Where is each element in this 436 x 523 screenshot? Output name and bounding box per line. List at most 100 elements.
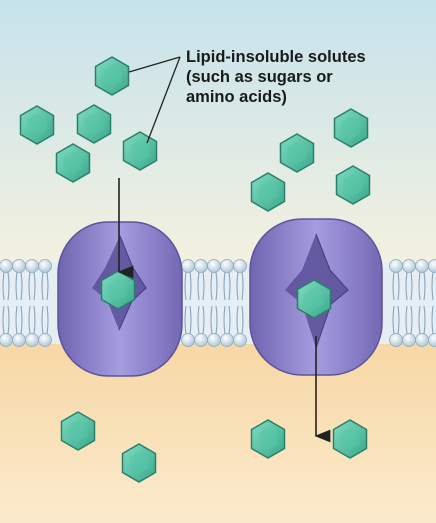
lipid-head (220, 259, 234, 273)
solute-molecule-face (63, 152, 83, 174)
lipid-head (428, 259, 436, 273)
lipid-head (233, 333, 247, 347)
lipid-tail (210, 271, 213, 301)
lipid-head (428, 333, 436, 347)
lipid-tail (215, 271, 218, 301)
solute-molecule-face (258, 181, 278, 203)
solute-molecule-face (287, 142, 307, 164)
lipid-head (415, 259, 429, 273)
lipid-tail (241, 305, 244, 335)
lipid-tail (392, 305, 395, 335)
lipid-head (402, 259, 416, 273)
lipid-tail (46, 305, 49, 335)
lipid-tail (392, 271, 395, 301)
lipid-tail (28, 305, 31, 335)
lipid-tail (2, 271, 5, 301)
lipid-tail (431, 305, 434, 335)
lipid-tail (410, 271, 413, 301)
lipid-tail (15, 305, 18, 335)
lipid-tail (2, 305, 5, 335)
lipid-tail (228, 305, 231, 335)
lipid-head (389, 333, 403, 347)
lipid-tail (28, 271, 31, 301)
lipid-tail (397, 271, 400, 301)
lipid-tail (210, 305, 213, 335)
lipid-tail (202, 271, 205, 301)
lipid-tail (423, 271, 426, 301)
lipid-tail (397, 305, 400, 335)
solute-molecule-face (84, 113, 104, 135)
lipid-tail (41, 271, 44, 301)
lipid-head (233, 259, 247, 273)
label-line-3: amino acids) (186, 88, 287, 106)
lipid-tail (405, 271, 408, 301)
lipid-tail (184, 271, 187, 301)
solute-molecule-face (340, 428, 360, 450)
lipid-tail (20, 305, 23, 335)
lipid-tail (189, 305, 192, 335)
lipid-heads (0, 259, 436, 347)
lipid-tail (431, 271, 434, 301)
solute-molecule-face (258, 428, 278, 450)
lipid-tail (423, 305, 426, 335)
lipid-tail (418, 305, 421, 335)
leader-line-2 (146, 56, 181, 144)
solute-molecule-face (68, 420, 88, 442)
solute-molecule-face (102, 65, 122, 87)
lipid-head (389, 259, 403, 273)
solute-molecule-face (341, 117, 361, 139)
lipid-tail (33, 305, 36, 335)
lipid-tail (7, 271, 10, 301)
label-line-2: (such as sugars or (186, 68, 333, 86)
lipid-tail (197, 305, 200, 335)
lipid-head (194, 333, 208, 347)
solute-molecule-face (304, 288, 324, 310)
lipid-tail (197, 271, 200, 301)
lipid-head (181, 333, 195, 347)
lipid-tail (20, 271, 23, 301)
solute-molecule-face (129, 452, 149, 474)
lipid-tail (189, 271, 192, 301)
lipid-head (38, 333, 52, 347)
solute-molecule-face (130, 140, 150, 162)
lipid-tail (241, 271, 244, 301)
lipid-tail (236, 271, 239, 301)
lipid-tail (223, 305, 226, 335)
solute-molecules (19, 56, 371, 483)
solute-label: Lipid-insoluble solutes (such as sugars … (186, 47, 431, 107)
lipid-tails (2, 271, 434, 335)
lipid-head (12, 259, 26, 273)
lipid-head (0, 259, 13, 273)
lipid-tail (418, 271, 421, 301)
lipid-tail (228, 271, 231, 301)
lipid-tail (41, 305, 44, 335)
lipid-tail (223, 271, 226, 301)
lipid-tail (46, 271, 49, 301)
solute-molecule-face (343, 174, 363, 196)
solute-molecule-face (27, 114, 47, 136)
lipid-tail (215, 305, 218, 335)
lipid-head (25, 259, 39, 273)
lipid-tail (7, 305, 10, 335)
lipid-head (0, 333, 13, 347)
lipid-head (12, 333, 26, 347)
solute-molecule-face (108, 279, 128, 301)
lipid-head (181, 259, 195, 273)
lipid-head (207, 333, 221, 347)
lipid-tail (236, 305, 239, 335)
leader-line-1 (128, 56, 181, 73)
lipid-head (220, 333, 234, 347)
lipid-tail (184, 305, 187, 335)
lipid-head (415, 333, 429, 347)
lipid-head (25, 333, 39, 347)
lipid-head (402, 333, 416, 347)
lipid-head (194, 259, 208, 273)
lipid-tail (202, 305, 205, 335)
lipid-tail (405, 305, 408, 335)
extracellular-space (0, 0, 436, 262)
label-line-1: Lipid-insoluble solutes (186, 48, 366, 66)
lipid-head (38, 259, 52, 273)
lipid-head (207, 259, 221, 273)
